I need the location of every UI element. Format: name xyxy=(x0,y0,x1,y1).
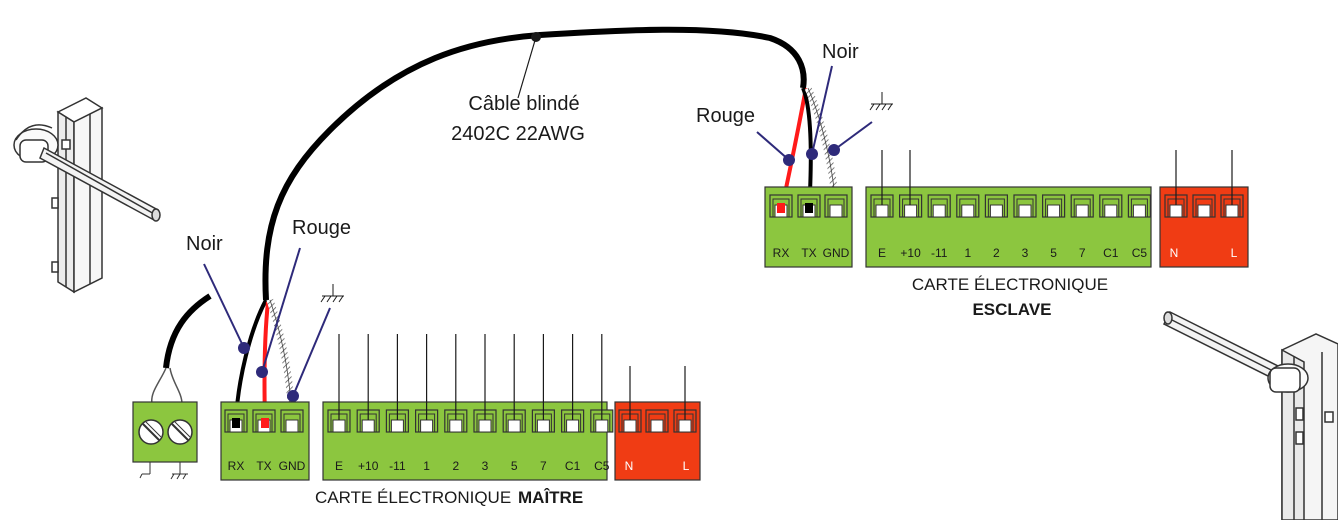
master-main-terminal-label: 3 xyxy=(482,459,489,473)
slave-bus-terminal-label: RX xyxy=(773,246,790,260)
master-bus-terminal-label: TX xyxy=(256,459,271,473)
slave-bus-terminal-label: GND xyxy=(823,246,850,260)
slave-main-terminal-label: 3 xyxy=(1022,246,1029,260)
slave-main-terminal-label: -11 xyxy=(931,246,948,260)
barrier-icon-right xyxy=(1162,310,1338,520)
slave-main-block: E +10 -11 1 2 3 5 7 C1 C5 xyxy=(865,186,1152,268)
screw-terminal-icon xyxy=(132,401,198,480)
master-main-terminal-label: 7 xyxy=(540,459,547,473)
master-main-terminal-label: 1 xyxy=(423,459,430,473)
master-main-terminal-label: E xyxy=(335,459,343,473)
slave-main-terminal-label: C1 xyxy=(1103,246,1119,260)
master-main-terminal-label: C1 xyxy=(565,459,581,473)
slave-main-terminal-label: E xyxy=(878,246,886,260)
slave-bus-terminal-label: TX xyxy=(801,246,816,260)
master-bus-terminal-label: RX xyxy=(228,459,245,473)
slave-main-terminal-label: 5 xyxy=(1050,246,1057,260)
master-title-prefix: CARTE ÉLECTRONIQUE xyxy=(315,488,511,507)
master-title-bold: MAÎTRE xyxy=(518,488,583,507)
master-main-terminal-label: C5 xyxy=(594,459,610,473)
master-power-terminal-label: N xyxy=(625,459,634,473)
shielded-cable xyxy=(262,26,807,301)
master-bus-block: RX TX GND xyxy=(220,401,310,481)
master-bus-terminal-label: GND xyxy=(279,459,306,473)
slave-main-terminal-label: 1 xyxy=(964,246,971,260)
master-main-terminal-label: -11 xyxy=(389,459,406,473)
ground-symbol-icon xyxy=(869,92,893,111)
slave-power-terminal-label: L xyxy=(1231,246,1238,260)
master-main-terminal-label: 2 xyxy=(452,459,459,473)
ground-symbol-icon xyxy=(320,284,344,303)
slave-main-terminal-label: 2 xyxy=(993,246,1000,260)
slave-rouge-label: Rouge xyxy=(696,105,755,127)
barrier-icon-left xyxy=(13,97,161,294)
slave-bus-block: RX TX GND xyxy=(764,186,853,268)
master-power-terminal-label: L xyxy=(683,459,690,473)
slave-main-terminal-label: +10 xyxy=(900,246,921,260)
master-main-block: E +10 -11 1 2 3 5 7 C1 C5 xyxy=(322,334,614,481)
cable-label-line2: 2402C 22AWG xyxy=(451,123,585,145)
slave-main-terminal-label: 7 xyxy=(1079,246,1086,260)
slave-title-line1: CARTE ÉLECTRONIQUE xyxy=(912,275,1108,294)
cable-label-line1: Câble blindé xyxy=(468,93,579,115)
slave-power-terminal-label: N xyxy=(1170,246,1179,260)
master-rouge-label: Rouge xyxy=(292,217,351,239)
master-noir-label: Noir xyxy=(186,233,223,255)
slave-title-line2: ESCLAVE xyxy=(972,300,1051,319)
ground-cable xyxy=(163,293,212,369)
master-main-terminal-label: +10 xyxy=(358,459,379,473)
slave-noir-label: Noir xyxy=(822,41,859,63)
slave-main-terminal-label: C5 xyxy=(1132,246,1148,260)
master-main-terminal-label: 5 xyxy=(511,459,518,473)
